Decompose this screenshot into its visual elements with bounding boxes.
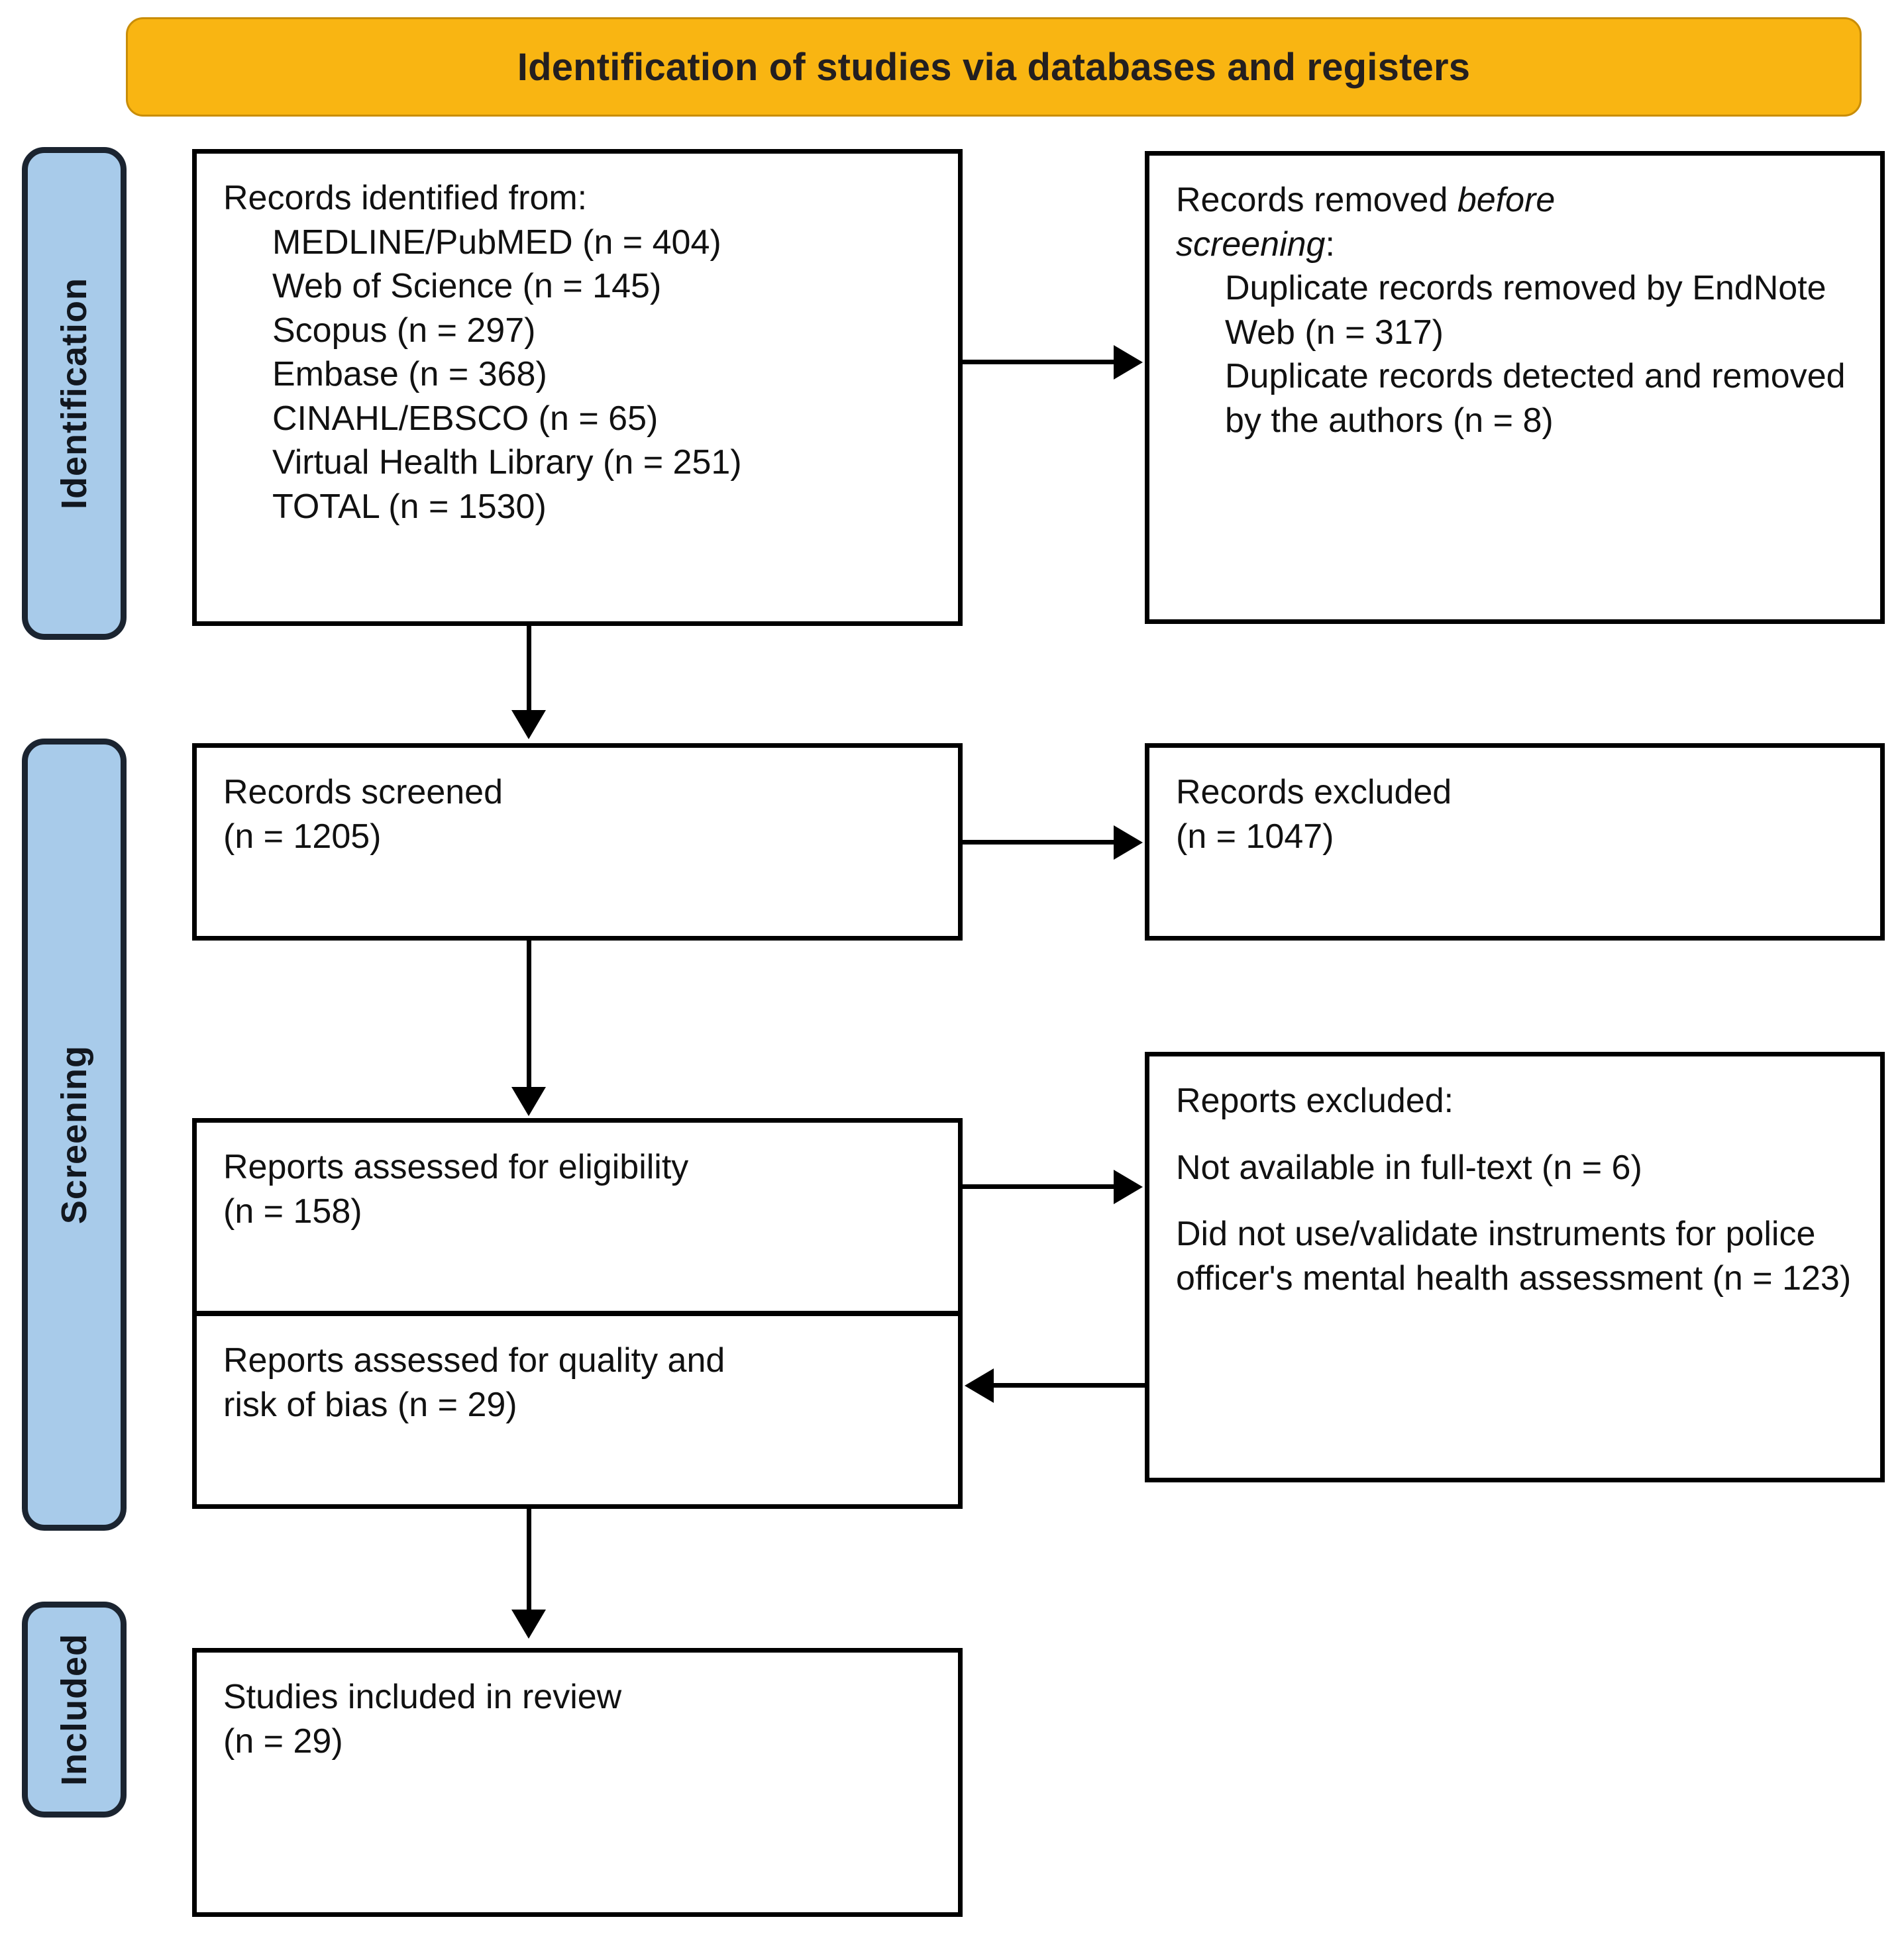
- records-identified-item: MEDLINE/PubMED (n = 404): [272, 223, 721, 262]
- records-removed-heading-italic-1: before: [1457, 181, 1556, 219]
- phase-label-included: Included: [54, 1633, 94, 1786]
- arrow-down-icon: [511, 710, 546, 739]
- arrow-right-icon: [1114, 1170, 1143, 1204]
- box-records-identified: Records identified from: MEDLINE/PubMED …: [192, 149, 963, 626]
- phase-label-identification: Identification: [54, 278, 94, 509]
- records-removed-heading-line2: screening:: [1176, 223, 1854, 267]
- records-identified-item: CINAHL/EBSCO (n = 65): [272, 399, 659, 438]
- records-identified-item: TOTAL (n = 1530): [272, 487, 547, 526]
- connector-line: [994, 1383, 1145, 1388]
- box-reports-assessed-for-eligibility: Reports assessed for eligibility (n = 15…: [192, 1118, 963, 1315]
- reports-excluded-reason-1: Not available in full-text (n = 6): [1176, 1148, 1642, 1187]
- records-removed-heading-plain-1: Records removed: [1176, 181, 1457, 219]
- arrow-right-icon: [1114, 825, 1143, 860]
- connector-line: [527, 626, 531, 712]
- records-identified-item: Scopus (n = 297): [272, 311, 536, 350]
- phase-label-screening: Screening: [54, 1045, 94, 1225]
- reports-eligibility-line-1: Reports assessed for eligibility: [223, 1148, 689, 1186]
- records-screened-line-1: Records screened: [223, 773, 503, 811]
- box-records-excluded: Records excluded (n = 1047): [1145, 743, 1885, 941]
- reports-excluded-heading: Reports excluded:: [1176, 1082, 1454, 1120]
- box-studies-included-in-review: Studies included in review (n = 29): [192, 1648, 963, 1917]
- records-removed-heading-plain-2: :: [1325, 225, 1335, 264]
- records-excluded-line-2: (n = 1047): [1176, 817, 1334, 856]
- phase-pill-identification: Identification: [22, 147, 127, 640]
- box-reports-excluded: Reports excluded: Not available in full-…: [1145, 1052, 1885, 1482]
- records-identified-item: Web of Science (n = 145): [272, 267, 662, 306]
- arrow-down-icon: [511, 1087, 546, 1116]
- connector-line: [527, 941, 531, 1090]
- reports-quality-line-1: Reports assessed for quality and: [223, 1341, 725, 1380]
- box-reports-assessed-for-quality-and-risk-of-bias: Reports assessed for quality and risk of…: [192, 1311, 963, 1509]
- studies-included-line-1: Studies included in review: [223, 1678, 622, 1716]
- box-records-removed-before-screening: Records removed before screening: Duplic…: [1145, 151, 1885, 624]
- connector-line: [527, 1509, 531, 1612]
- records-screened-line-2: (n = 1205): [223, 817, 382, 856]
- records-identified-item: Virtual Health Library (n = 251): [272, 443, 742, 482]
- studies-included-line-2: (n = 29): [223, 1721, 343, 1761]
- reports-eligibility-line-2: (n = 158): [223, 1192, 362, 1231]
- reports-excluded-reason-2: Did not use/validate instruments for pol…: [1176, 1215, 1852, 1298]
- records-excluded-line-1: Records excluded: [1176, 773, 1452, 811]
- reports-quality-line-2: risk of bias (n = 29): [223, 1385, 517, 1424]
- records-removed-heading: Records removed before: [1176, 178, 1854, 223]
- connector-line: [963, 840, 1115, 845]
- arrow-left-icon: [965, 1368, 994, 1403]
- records-removed-item: Duplicate records detected and removed b…: [1225, 357, 1846, 440]
- phase-pill-screening: Screening: [22, 739, 127, 1531]
- diagram-header-banner: Identification of studies via databases …: [126, 17, 1862, 117]
- phase-pill-included: Included: [22, 1602, 127, 1818]
- arrow-right-icon: [1114, 345, 1143, 380]
- records-removed-heading-italic-2: screening: [1176, 225, 1326, 264]
- arrow-down-icon: [511, 1610, 546, 1639]
- records-identified-item: Embase (n = 368): [272, 355, 547, 394]
- connector-line: [963, 1184, 1115, 1189]
- records-removed-item: Duplicate records removed by EndNote Web…: [1225, 269, 1826, 352]
- page-title: Identification of studies via databases …: [517, 45, 1471, 89]
- records-identified-heading: Records identified from:: [223, 179, 588, 217]
- box-records-screened: Records screened (n = 1205): [192, 743, 963, 941]
- connector-line: [963, 360, 1115, 364]
